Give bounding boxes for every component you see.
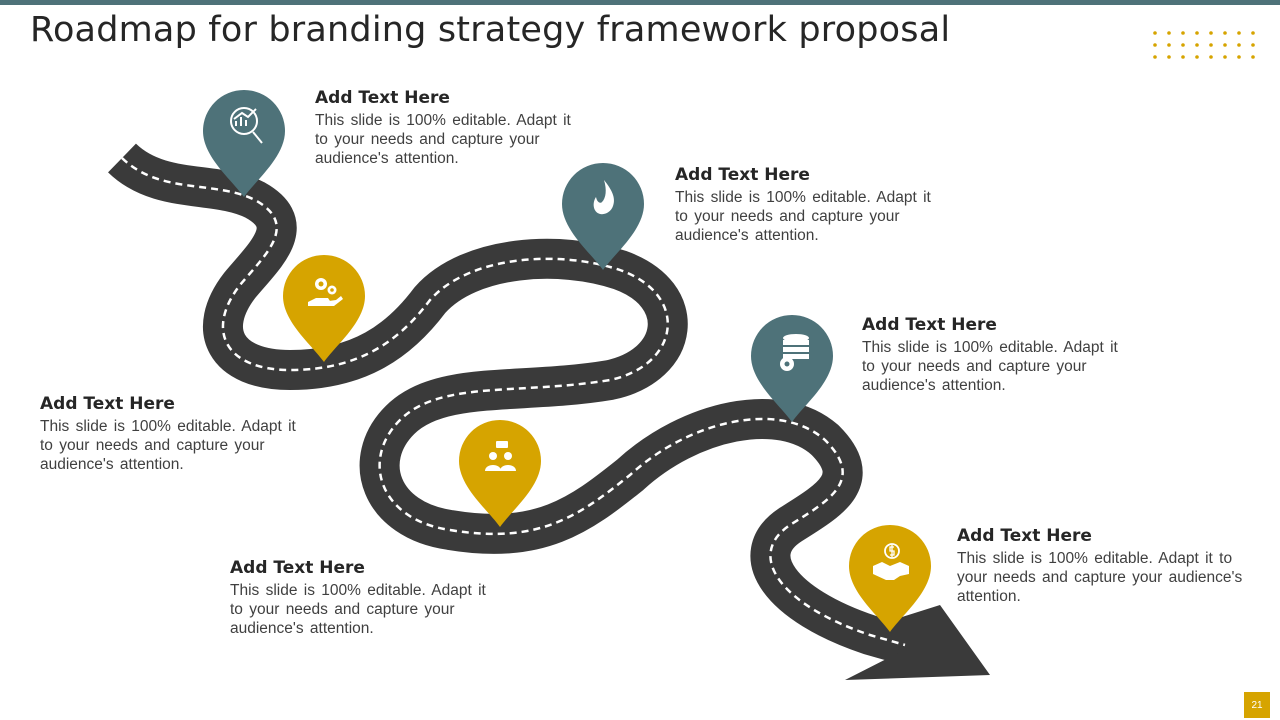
body-line: This slide is 100% editable. Adapt it — [862, 339, 1118, 356]
body-line: attention. — [957, 588, 1021, 605]
team-chat-icon — [485, 441, 516, 471]
text-block-6: Add Text Here This slide is 100% editabl… — [957, 526, 1242, 606]
body-line: audience's attention. — [675, 227, 819, 244]
body-line: This slide is 100% editable. Adapt it to — [957, 550, 1233, 567]
milestone-pin-1 — [203, 89, 285, 198]
body-line: to your needs and capture your — [862, 358, 1087, 375]
milestone-pin-2 — [283, 254, 365, 362]
body-line: to your needs and capture your — [675, 208, 900, 225]
text-block-body: This slide is 100% editable. Adapt it to… — [957, 549, 1242, 606]
flame-icon — [593, 180, 614, 215]
text-block-5: Add Text Here This slide is 100% editabl… — [862, 315, 1118, 395]
milestone-pin-6 — [849, 524, 931, 632]
top-accent-bar — [0, 0, 1280, 5]
text-block-body: This slide is 100% editable. Adapt it to… — [230, 581, 486, 638]
milestone-pin-4 — [459, 419, 541, 527]
text-block-heading: Add Text Here — [230, 558, 365, 578]
slide-title: Roadmap for branding strategy framework … — [30, 10, 951, 50]
decorative-dot-grid — [1153, 31, 1255, 59]
body-line: audience's attention. — [230, 620, 374, 637]
body-line: to your needs and capture your — [40, 437, 265, 454]
body-line: This slide is 100% editable. Adapt it — [40, 418, 296, 435]
body-line: audience's attention. — [315, 150, 459, 167]
body-line: This slide is 100% editable. Adapt it — [230, 582, 486, 599]
growth-chart-icon — [230, 107, 263, 144]
text-block-heading: Add Text Here — [862, 315, 997, 335]
text-block-heading: Add Text Here — [40, 394, 175, 414]
milestone-pin-5 — [751, 314, 833, 422]
page-number-badge: 21 — [1244, 692, 1270, 718]
body-line: to your needs and capture your — [315, 131, 540, 148]
road — [122, 158, 990, 680]
text-block-2: Add Text Here This slide is 100% editabl… — [40, 394, 296, 474]
text-block-4: Add Text Here This slide is 100% editabl… — [230, 558, 486, 638]
handshake-dollar-icon — [873, 543, 909, 580]
body-line: audience's attention. — [862, 377, 1006, 394]
text-block-heading: Add Text Here — [675, 165, 810, 185]
milestone-pin-3 — [562, 162, 644, 270]
text-block-1: Add Text Here This slide is 100% editabl… — [315, 88, 571, 168]
text-block-body: This slide is 100% editable. Adapt it to… — [675, 188, 931, 245]
body-line: your needs and capture your audience's — [957, 569, 1243, 586]
body-line: This slide is 100% editable. Adapt it — [675, 189, 931, 206]
database-gear-icon — [780, 334, 809, 371]
hand-gears-icon — [308, 278, 343, 306]
text-block-heading: Add Text Here — [957, 526, 1092, 546]
text-block-3: Add Text Here This slide is 100% editabl… — [675, 165, 931, 245]
body-line: audience's attention. — [40, 456, 184, 473]
text-block-body: This slide is 100% editable. Adapt it to… — [315, 111, 571, 168]
body-line: to your needs and capture your — [230, 601, 455, 618]
body-line: This slide is 100% editable. Adapt it — [315, 112, 571, 129]
text-block-heading: Add Text Here — [315, 88, 450, 108]
text-block-body: This slide is 100% editable. Adapt it to… — [40, 417, 296, 474]
text-block-body: This slide is 100% editable. Adapt it to… — [862, 338, 1118, 395]
